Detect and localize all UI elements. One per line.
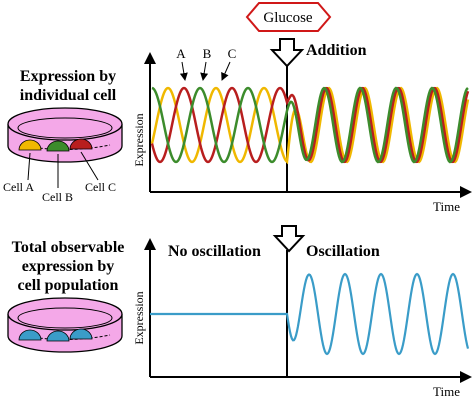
population-cell-1-icon <box>18 329 42 341</box>
no-oscillation-label: No oscillation <box>168 243 261 260</box>
glucose-hexagon <box>245 2 332 32</box>
population-curve <box>150 272 470 356</box>
oscillation-label: Oscillation <box>306 243 380 260</box>
cell-c-pointer <box>80 151 99 181</box>
top-y-axis-arrowhead <box>144 52 156 64</box>
bottom-x-axis-label: Time <box>433 384 460 399</box>
population-cell-2-icon <box>46 330 70 342</box>
population-cell-3-icon <box>69 328 93 340</box>
curve-c-label: C <box>228 46 237 61</box>
cell-a-icon <box>18 139 42 151</box>
bottom-plot: No oscillation Oscillation Expression Ti… <box>132 238 472 399</box>
bottom-y-axis-label: Expression <box>132 291 146 344</box>
addition-label: Addition <box>306 42 367 59</box>
cell-c-label: Cell C <box>85 180 116 194</box>
glucose-label: Glucose <box>263 10 312 26</box>
bottom-x-axis-arrowhead <box>460 371 472 383</box>
top-heading-line1: Expression by <box>20 68 116 85</box>
curve-a-pointer <box>179 61 188 81</box>
top-plot: A B C Expression Time <box>132 46 472 214</box>
curve-c-pointer <box>221 61 231 81</box>
cell-c-curve <box>150 86 470 165</box>
bottom-heading-line1: Total observable <box>12 239 125 256</box>
cell-b-label: Cell B <box>42 190 73 204</box>
bottom-petri-dish <box>7 297 123 353</box>
bottom-heading-line3: cell population <box>18 277 119 294</box>
cell-a-pointer <box>27 152 31 181</box>
bottom-arrow-icon <box>272 225 306 253</box>
top-x-axis-label: Time <box>433 199 460 214</box>
top-heading-line2: individual cell <box>20 87 117 104</box>
cell-c-icon <box>69 138 93 150</box>
bottom-heading-line2: expression by <box>22 258 115 275</box>
top-petri-dish <box>7 107 123 163</box>
cell-b-icon <box>46 140 70 152</box>
top-y-axis-label: Expression <box>132 113 146 166</box>
bottom-y-axis-arrowhead <box>144 238 156 250</box>
cell-a-curve <box>151 86 469 164</box>
curve-a-label: A <box>176 46 186 61</box>
addition-arrow-icon <box>269 38 305 68</box>
curve-b-label: B <box>203 46 212 61</box>
cell-a-label: Cell A <box>3 180 34 194</box>
curve-b-pointer <box>200 61 209 81</box>
top-x-axis-arrowhead <box>460 186 472 198</box>
